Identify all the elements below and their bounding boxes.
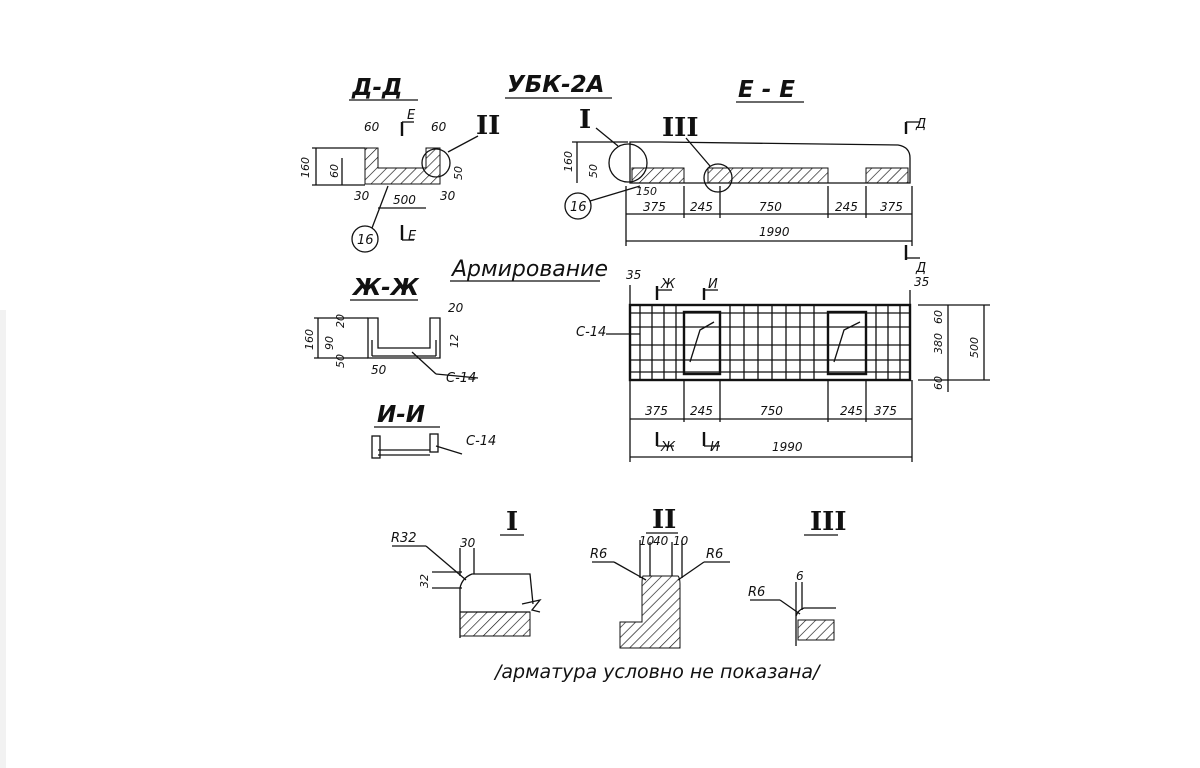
section-ee-dim-height: 160 xyxy=(562,151,575,172)
section-zz-dim-right-side: 12 xyxy=(448,334,461,348)
detail-1-title: I xyxy=(506,507,518,537)
section-zz: Ж-Ж 160 20 90 50 20 12 50 С-14 xyxy=(303,275,479,386)
section-ee-title: Е - Е xyxy=(738,77,795,103)
section-ee-segment-2: 245 xyxy=(690,200,713,214)
section-zz-profile xyxy=(367,317,441,359)
section-ee-segment-1: 375 xyxy=(643,200,666,214)
detail-1-radius: R32 xyxy=(391,531,417,546)
detail-2: II 10 40 10 R6 R6 xyxy=(590,505,730,649)
section-dd-dim-bottom-right: 30 xyxy=(440,189,456,203)
plan-dim-top-edge: 60 xyxy=(932,310,945,324)
detail-2-radius-right: R6 xyxy=(706,547,723,562)
section-ee-segment-5: 375 xyxy=(880,200,903,214)
section-ee-outline xyxy=(629,141,911,184)
section-zz-dim-bottom: 50 xyxy=(334,354,347,368)
detail-3-width: 6 xyxy=(796,569,804,583)
plan-bar-label: С-14 xyxy=(576,325,606,340)
section-dd-cut-bottom: Е xyxy=(408,229,417,244)
section-ee-detail-ref-3: III xyxy=(662,113,699,143)
section-ee-dim-small: 150 xyxy=(636,185,657,198)
detail-3-radius: R6 xyxy=(748,585,765,600)
reinforcement-plan: С-14 35 35 Ж И 500 60 380 60 375 245 750… xyxy=(576,268,990,462)
plan-cut-zh-bottom: Ж xyxy=(660,440,676,455)
section-dd: Д-Д Е Е 60 60 160 60 50 30 500 30 II 16 xyxy=(299,75,500,253)
section-dd-dim-height: 160 xyxy=(299,157,312,178)
plan-cut-i-bottom: И xyxy=(710,440,720,455)
detail-1: I 30 R32 32 xyxy=(391,507,542,638)
section-zz-bar-label: С-14 xyxy=(446,371,476,386)
plan-dim-right-offset: 35 xyxy=(914,275,929,289)
plan-dim-mid: 380 xyxy=(932,333,945,354)
section-ee: Е - Е Д Д I III 160 50 150 16 xyxy=(562,77,926,276)
section-dd-dim-right: 50 xyxy=(452,166,465,180)
section-zz-dim-mid: 90 xyxy=(323,336,336,350)
detail-2-title: II xyxy=(652,505,676,535)
detail-2-dim-3: 10 xyxy=(673,534,689,548)
detail-2-dim-2: 40 xyxy=(653,534,669,548)
section-zz-dim-bottom-width: 50 xyxy=(371,363,387,377)
section-ee-segment-3: 750 xyxy=(759,200,782,214)
section-ee-cut-top: Д xyxy=(915,117,926,132)
section-ee-segment-4: 245 xyxy=(835,200,858,214)
detail-3-title: III xyxy=(810,507,847,537)
detail-3: III 6 R6 xyxy=(748,507,847,646)
detail-1-width: 30 xyxy=(460,536,476,550)
section-dd-profile xyxy=(364,147,441,185)
section-zz-dim-top: 20 xyxy=(334,314,347,328)
section-ee-cut-bottom: Д xyxy=(915,261,926,276)
section-dd-title: Д-Д xyxy=(351,75,403,101)
section-dd-dim-bottom-left: 30 xyxy=(354,189,370,203)
plan-segment-1: 375 xyxy=(645,404,668,418)
section-dd-dim-top-left: 60 xyxy=(364,120,380,134)
left-edge-shade xyxy=(0,310,6,768)
section-ee-dim-total: 1990 xyxy=(759,225,790,239)
plan-cut-zh-top: Ж xyxy=(660,277,676,292)
detail-1-height: 32 xyxy=(418,574,431,588)
section-ii-bar-label: С-14 xyxy=(466,434,496,449)
plan-segment-3: 750 xyxy=(760,404,783,418)
section-dd-item-ref: 16 xyxy=(357,233,374,248)
section-zz-dim-right-top: 20 xyxy=(448,301,464,315)
plan-dim-width: 500 xyxy=(968,337,981,358)
section-zz-title: Ж-Ж xyxy=(351,275,420,301)
section-dd-detail-ref: II xyxy=(476,111,500,141)
section-dd-cut-top: Е xyxy=(407,108,416,123)
reinforcement-title: Армирование xyxy=(450,257,608,282)
drawing-note: /арматура условно не показана/ xyxy=(493,661,822,683)
plan-dim-left-offset: 35 xyxy=(626,268,641,282)
plan-segment-4: 245 xyxy=(840,404,863,418)
main-title: УБК-2А xyxy=(507,72,604,98)
detail-2-dim-1: 10 xyxy=(639,534,655,548)
section-dd-dim-bottom-width: 500 xyxy=(393,193,416,207)
plan-stirrups xyxy=(639,306,901,379)
section-zz-dim-height: 160 xyxy=(303,329,316,350)
plan-dim-total: 1990 xyxy=(772,440,803,454)
plan-segment-5: 375 xyxy=(874,404,897,418)
plan-segment-2: 245 xyxy=(690,404,713,418)
detail-2-radius-left: R6 xyxy=(590,547,607,562)
section-dd-dim-inner-height: 60 xyxy=(328,164,341,178)
section-ii-title: И-И xyxy=(377,402,425,428)
section-dd-dim-top-right: 60 xyxy=(431,120,447,134)
section-ee-dim-inner-height: 50 xyxy=(587,164,600,178)
section-ee-detail-ref-1: I xyxy=(579,105,591,135)
section-ii: И-И С-14 xyxy=(371,402,496,459)
plan-cut-i-top: И xyxy=(708,277,718,292)
section-ee-item-ref: 16 xyxy=(570,200,587,215)
plan-dim-bottom-edge: 60 xyxy=(932,376,945,390)
